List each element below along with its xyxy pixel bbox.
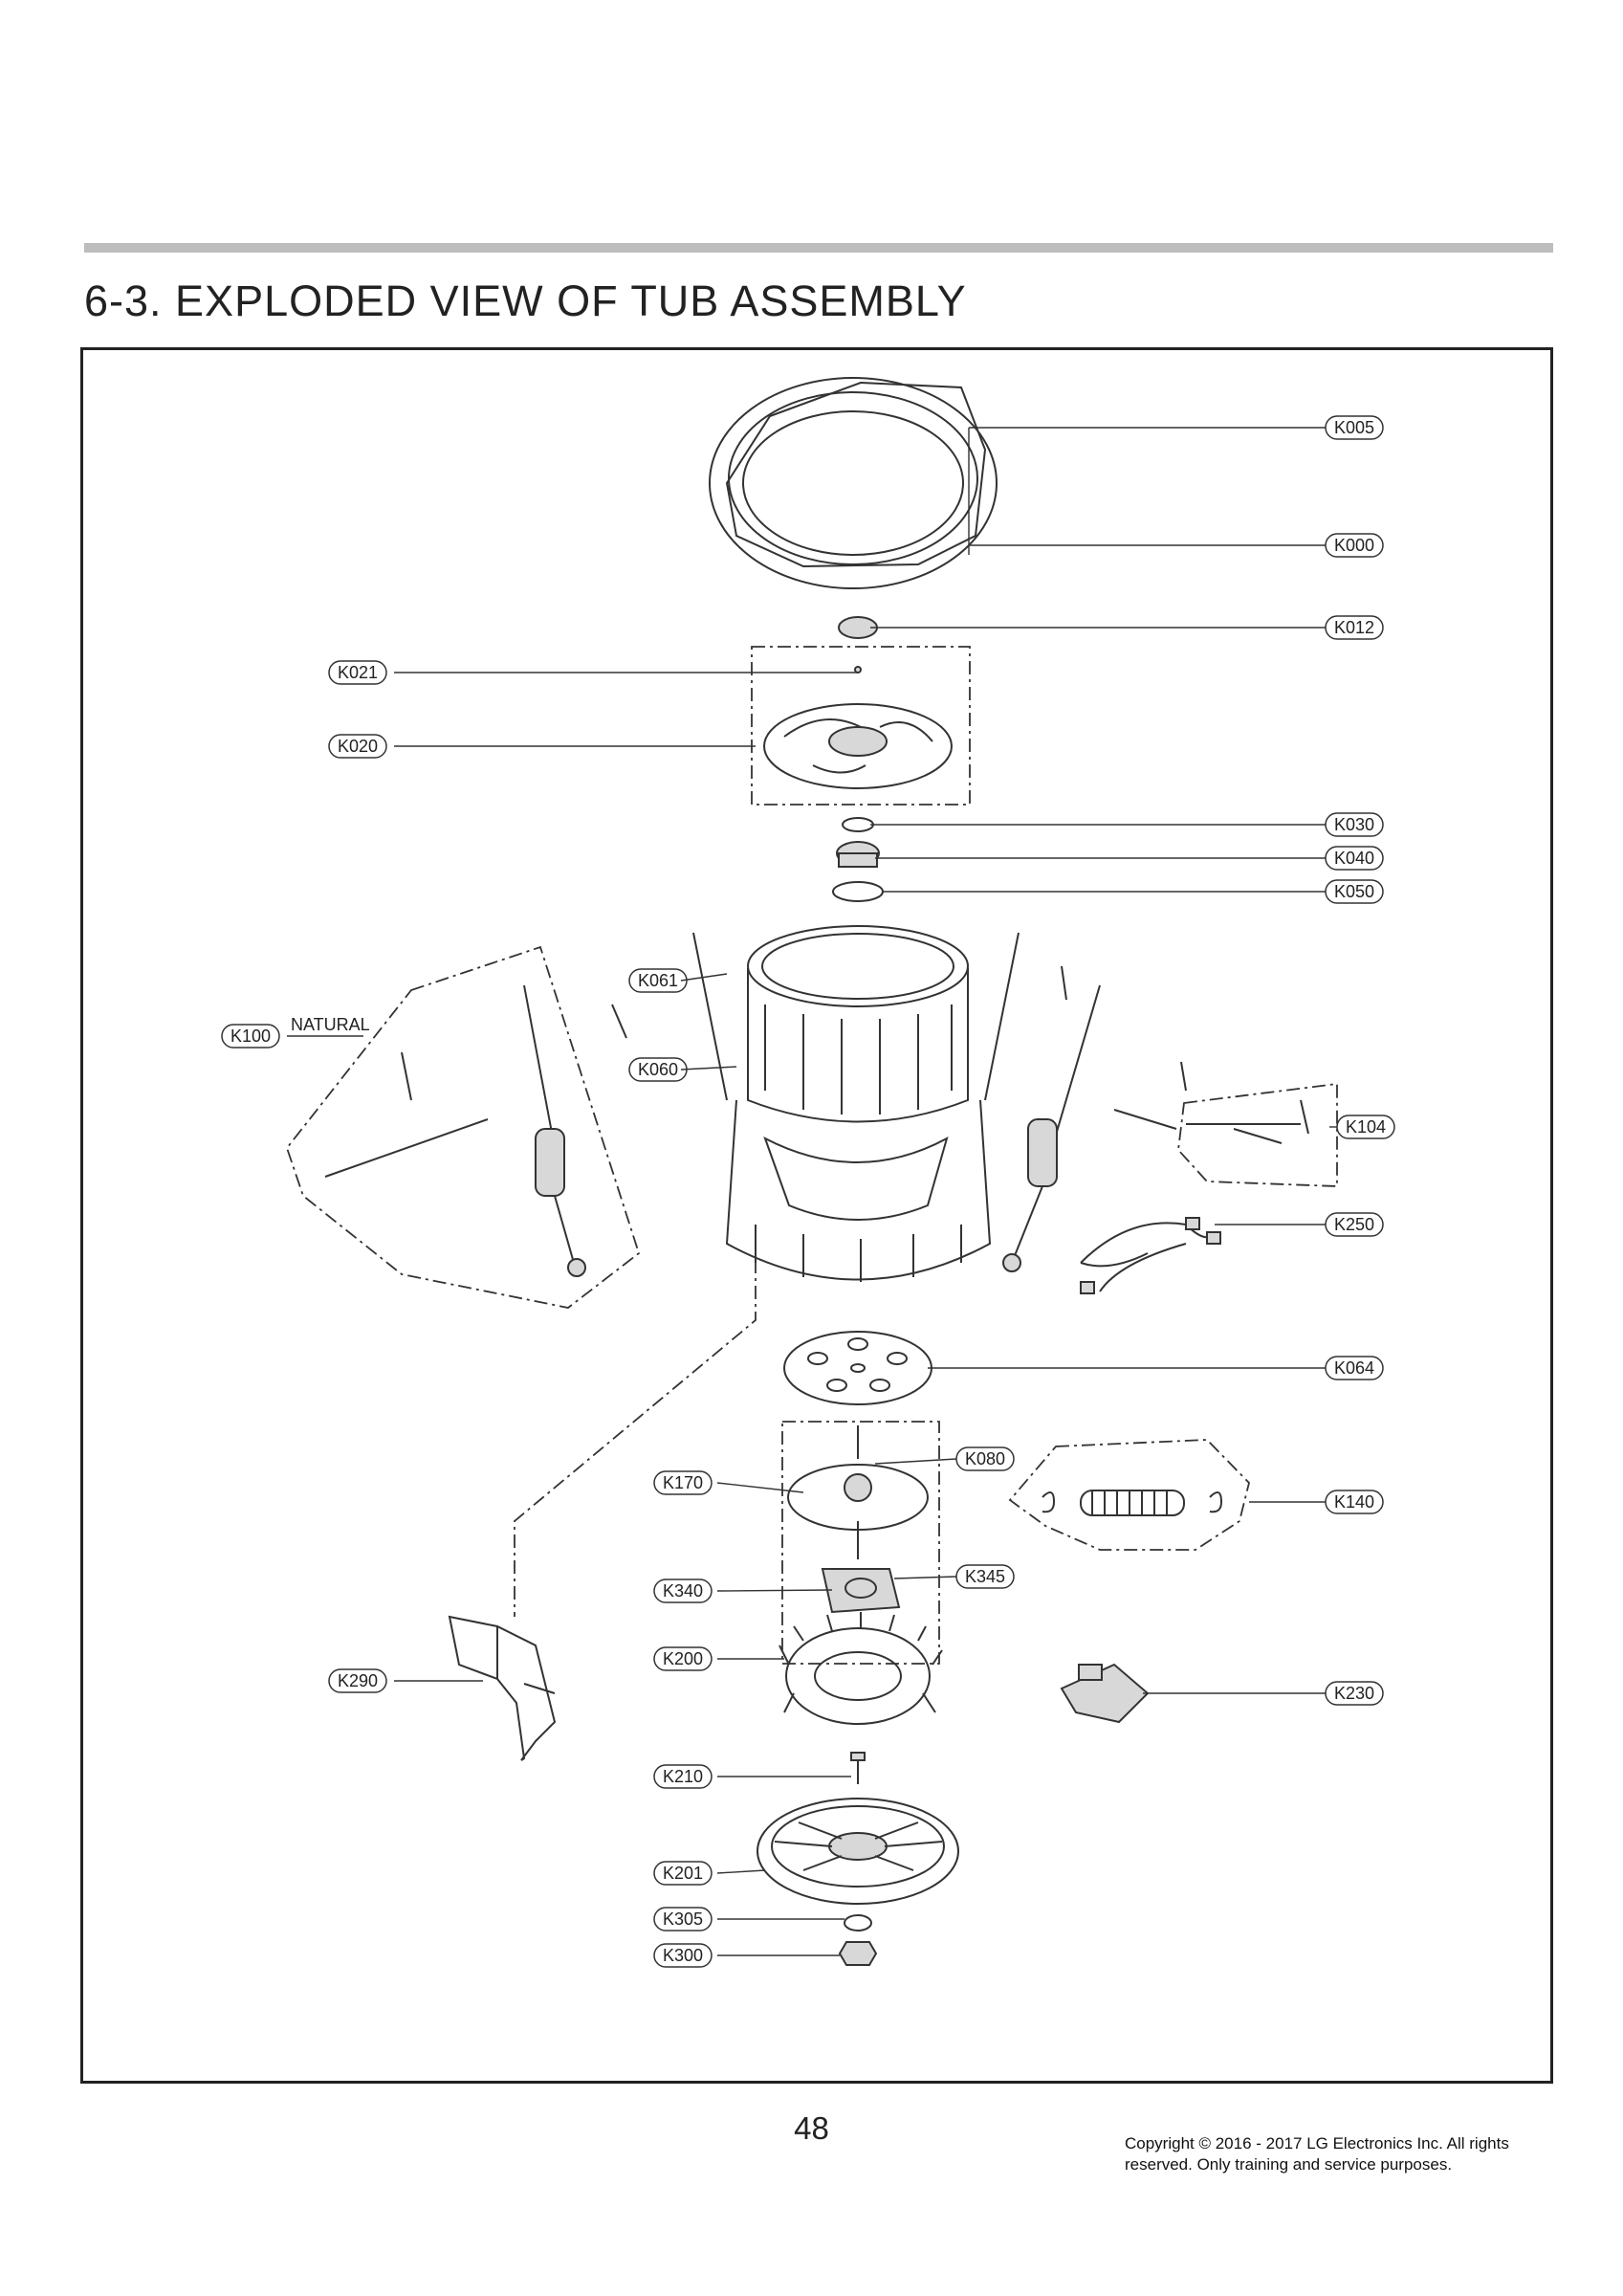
natural-label: NATURAL [291, 1015, 370, 1034]
svg-text:K305: K305 [663, 1910, 703, 1929]
callout-K300: K300 [653, 1943, 713, 1968]
svg-text:K210: K210 [663, 1767, 703, 1786]
damper-box-part [1186, 1123, 1301, 1144]
svg-text:K230: K230 [1334, 1684, 1374, 1703]
callout-K080: K080 [955, 1446, 1015, 1471]
callout-K230: K230 [1325, 1681, 1384, 1706]
callout-K140: K140 [1325, 1490, 1384, 1514]
svg-text:K021: K021 [338, 663, 378, 682]
svg-text:K064: K064 [1334, 1358, 1374, 1378]
svg-text:K170: K170 [663, 1473, 703, 1492]
tub-cover-part [709, 377, 998, 589]
svg-text:K250: K250 [1334, 1215, 1374, 1234]
svg-text:K030: K030 [1334, 815, 1374, 834]
leader-lines [287, 427, 1337, 1956]
svg-text:K201: K201 [663, 1864, 703, 1883]
callouts: K005 K000 K012 K021 K020 K030 K040 K050 … [221, 415, 1395, 1968]
callout-K340: K340 [653, 1578, 713, 1603]
callout-K345: K345 [955, 1564, 1015, 1589]
callout-K250: K250 [1325, 1212, 1384, 1237]
tub-basket-part [725, 925, 992, 1282]
callout-K020: K020 [328, 734, 387, 759]
copyright-line-2: reserved. Only training and service purp… [1125, 2155, 1453, 2174]
svg-text:K000: K000 [1334, 536, 1374, 555]
callout-K040: K040 [1325, 846, 1384, 871]
svg-text:K200: K200 [663, 1649, 703, 1668]
callout-K012: K012 [1325, 615, 1384, 640]
callout-K305: K305 [653, 1907, 713, 1932]
pulsator-part [763, 666, 953, 789]
callout-K000: K000 [1325, 533, 1384, 558]
hall-sensor-part [821, 1568, 901, 1614]
callout-K060: K060 [628, 1057, 688, 1082]
drain-hose-part [1042, 1490, 1223, 1516]
svg-text:K104: K104 [1346, 1117, 1386, 1137]
callout-K050: K050 [1325, 879, 1384, 904]
svg-text:K140: K140 [1334, 1492, 1374, 1512]
svg-text:K080: K080 [965, 1449, 1005, 1468]
page-number: 48 [794, 2110, 829, 2146]
copyright-notice: Copyright © 2016 - 2017 LG Electronics I… [1125, 2133, 1555, 2175]
section-title: 6-3. EXPLODED VIEW OF TUB ASSEMBLY [84, 276, 967, 325]
bearing-plate-part [783, 1331, 932, 1405]
callout-K290: K290 [328, 1668, 387, 1693]
diagram-frame [80, 347, 1553, 2084]
callout-K104: K104 [1336, 1115, 1395, 1139]
svg-text:K020: K020 [338, 737, 378, 756]
svg-text:K061: K061 [638, 971, 678, 990]
copyright-line-1: Copyright © 2016 - 2017 LG Electronics I… [1125, 2134, 1509, 2152]
svg-text:K040: K040 [1334, 849, 1374, 868]
bracket-part [448, 1615, 557, 1761]
svg-text:K060: K060 [638, 1060, 678, 1079]
wire-harness-part [1080, 1217, 1221, 1294]
svg-text:K012: K012 [1334, 618, 1374, 637]
callout-K005: K005 [1325, 415, 1384, 440]
bolt-part [850, 1752, 866, 1784]
svg-text:K290: K290 [338, 1671, 378, 1690]
callout-K100: K100 [221, 1024, 280, 1049]
callout-K061: K061 [628, 968, 688, 993]
suspension-rods-part [324, 932, 1309, 1277]
svg-text:K340: K340 [663, 1581, 703, 1601]
svg-text:K050: K050 [1334, 882, 1374, 901]
washer-parts [832, 817, 884, 902]
drain-pump-part [1060, 1663, 1150, 1724]
washer-nut-part [838, 1914, 878, 1966]
group-outlines [285, 646, 1338, 1665]
svg-text:K345: K345 [965, 1567, 1005, 1586]
callout-K200: K200 [653, 1646, 713, 1671]
callout-K170: K170 [653, 1470, 713, 1495]
stator-part [779, 1612, 943, 1725]
callout-K201: K201 [653, 1861, 713, 1886]
svg-text:K005: K005 [1334, 418, 1374, 437]
svg-text:K100: K100 [230, 1027, 271, 1046]
callout-K030: K030 [1325, 812, 1384, 837]
top-rule [84, 243, 1553, 253]
svg-text:K300: K300 [663, 1946, 703, 1965]
callout-K064: K064 [1325, 1356, 1384, 1380]
callout-K210: K210 [653, 1764, 713, 1789]
rotor-part [757, 1798, 959, 1905]
shaft-flange-part [787, 1425, 929, 1559]
callout-K021: K021 [328, 660, 387, 685]
